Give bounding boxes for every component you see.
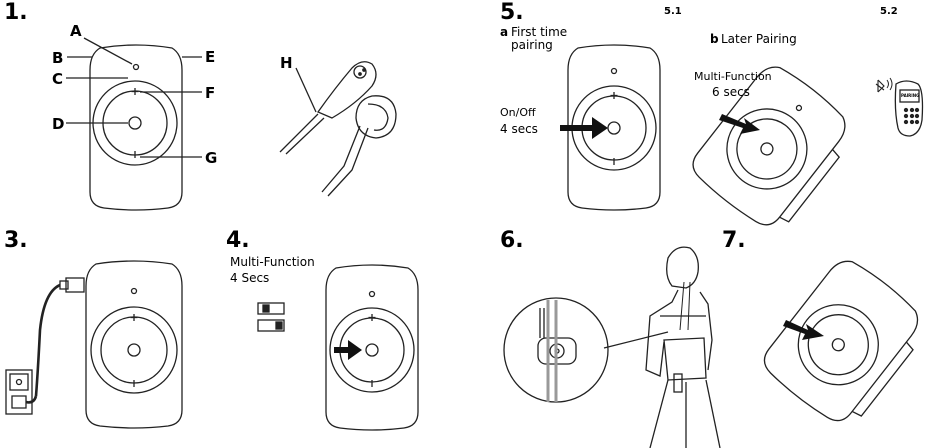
step-5-number: 5. [500,0,524,25]
press-arrow-5a [560,117,608,139]
step-7-number: 7. [722,228,746,253]
press-arrow-4 [334,340,362,360]
substep-5-1: 5.1 [664,6,682,17]
multifunction-tap-illustration [763,260,919,422]
label-E: E [205,48,216,66]
leader-A [83,37,133,65]
step-6-number: 6. [500,228,524,253]
earphone-illustration [279,61,397,197]
label-D: D [52,115,65,133]
label-C: C [52,70,64,88]
step-4-number: 4. [226,228,250,253]
label-F: F [205,84,216,102]
caption-multifunction-6: Multi-Function [694,70,772,83]
label-A: A [70,22,82,40]
caption-on-off: On/Off [500,106,536,119]
caption-on-off-time: 4 secs [500,122,538,136]
caption-multifunction-4: Multi-Function [230,255,315,269]
press-arrow-5b [719,114,760,134]
caption-multifunction-4-time: 4 Secs [230,271,270,285]
device-overview [66,37,202,211]
caption-pairing: pairing [511,38,553,52]
phone-screen-text: PAIRING [901,93,920,98]
label-H: H [280,54,293,72]
substep-5-2: 5.2 [880,6,898,17]
label-B: B [52,49,64,67]
caption-first-time: First time [511,25,568,39]
multifunction-4s-illustration [257,264,419,431]
caption-multifunction-6-time: 6 secs [712,85,750,99]
step-3-number: 3. [4,228,28,253]
caption-later-pairing: Later Pairing [721,32,797,46]
press-arrow-7 [783,320,824,340]
caption-later-b: b [710,32,719,46]
step-1-number: 1. [4,0,28,25]
label-G: G [205,149,218,167]
charging-illustration [5,260,183,429]
wearing-illustration [503,246,721,448]
caption-first-a: a [500,25,509,39]
